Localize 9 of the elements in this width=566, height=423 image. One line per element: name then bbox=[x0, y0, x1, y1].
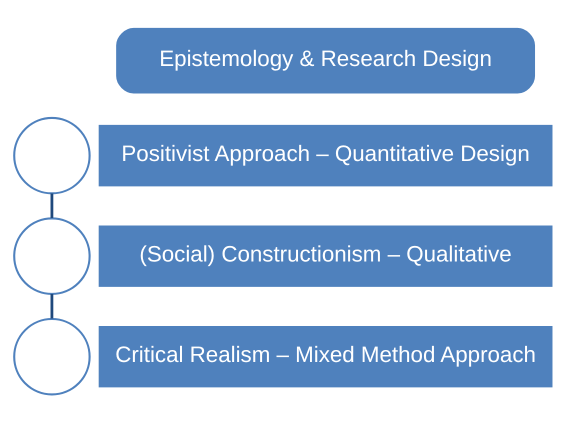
node-box: (Social) Constructionism – Qualitative bbox=[98, 225, 552, 287]
connector bbox=[50, 294, 54, 319]
node-box: Epistemology & Research Design bbox=[116, 28, 536, 94]
node-box: Positivist Approach – Quantitative Design bbox=[98, 124, 552, 186]
node-circle bbox=[13, 116, 91, 194]
node-circle bbox=[13, 318, 91, 396]
connector bbox=[50, 193, 54, 218]
node-circle bbox=[13, 217, 91, 295]
node-box: Critical Realism – Mixed Method Approach bbox=[98, 326, 552, 388]
